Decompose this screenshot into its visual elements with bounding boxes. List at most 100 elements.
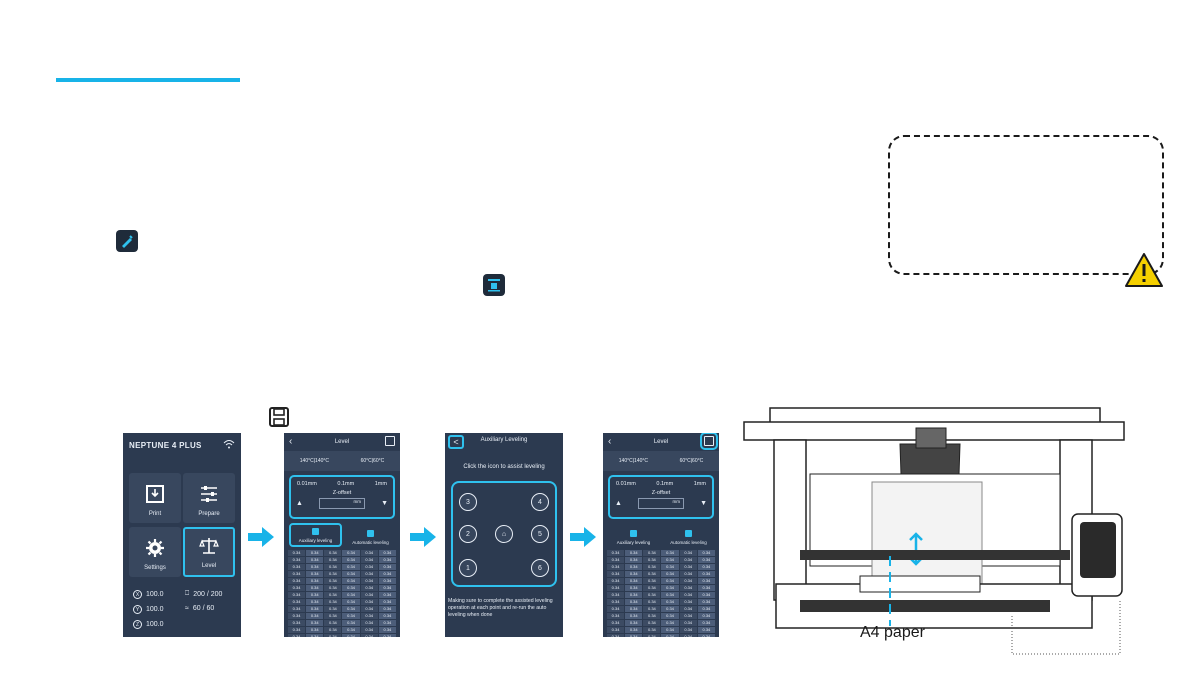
z-up-button[interactable]: ▲ [615,500,622,507]
mesh-cell: 0.34 [360,550,378,556]
x-axis-icon: X [133,590,142,599]
z-axis-icon: Z [133,620,142,629]
mesh-cell: 0.34 [697,592,715,598]
automatic-leveling-button[interactable]: Automatic leveling [346,523,395,547]
mesh-cell: 0.34 [342,585,360,591]
mesh-cell: 0.34 [324,599,342,605]
mesh-cell: 0.34 [342,613,360,619]
mesh-cell: 0.34 [607,578,625,584]
zoffset-input[interactable]: mm [319,498,365,509]
mesh-cell: 0.34 [679,634,697,637]
save-button[interactable] [700,433,718,450]
step-1[interactable]: 1mm [693,481,706,487]
auto-leveling-icon [685,530,692,537]
mesh-cell: 0.34 [625,606,643,612]
print-tile[interactable]: Print [129,473,181,523]
step-01[interactable]: 0.1mm [337,481,355,487]
mesh-cell: 0.34 [661,564,679,570]
point-3-button[interactable]: 3 [459,493,477,511]
mesh-cell: 0.34 [288,578,306,584]
gear-icon [146,539,164,557]
point-6-button[interactable]: 6 [531,559,549,577]
mesh-cell: 0.34 [697,557,715,563]
z-up-button[interactable]: ▲ [296,500,303,507]
z-position: Z 100.0 [133,620,164,629]
back-icon[interactable]: ‹ [608,436,612,447]
zoffset-panel: 0.01mm 0.1mm 1mm Z-offset ▲ mm ▼ [608,475,714,519]
temperature-bar: 140°C|140°C 60°C|60°C [603,451,719,471]
settings-tile[interactable]: Settings [129,527,181,577]
mesh-cell: 0.34 [306,606,324,612]
step-1[interactable]: 1mm [374,481,387,487]
step-001[interactable]: 0.01mm [297,481,317,487]
wifi-icon [223,440,235,449]
point-5-button[interactable]: 5 [531,525,549,543]
flow-arrow-2 [410,527,436,547]
mesh-cell: 0.34 [288,585,306,591]
mesh-cell: 0.34 [306,599,324,605]
z-down-button[interactable]: ▼ [700,500,707,507]
leveling-points-panel: 3 4 2 ⌂ 5 1 6 [451,481,557,587]
mesh-cell: 0.34 [360,578,378,584]
zoffset-input[interactable]: mm [638,498,684,509]
mesh-cell: 0.34 [607,550,625,556]
mesh-cell: 0.34 [360,627,378,633]
level-tile-label: Level [201,563,217,569]
prepare-tile[interactable]: Prepare [183,473,235,523]
mesh-cell: 0.34 [625,634,643,637]
mesh-cell: 0.34 [679,585,697,591]
auxiliary-leveling-button[interactable]: Auxiliary leveling [608,523,659,547]
bed-temp-value: 60 / 60 [192,605,215,612]
mesh-cell: 0.34 [607,613,625,619]
point-1-button[interactable]: 1 [459,559,477,577]
mesh-cell: 0.34 [625,592,643,598]
mesh-cell: 0.34 [625,627,643,633]
mesh-cell: 0.34 [306,627,324,633]
automatic-leveling-button[interactable]: Automatic leveling [663,523,714,547]
step-01[interactable]: 0.1mm [656,481,674,487]
auxiliary-leveling-button[interactable]: Auxiliary leveling [289,523,342,547]
auto-label: Automatic leveling [352,540,389,545]
z-down-button[interactable]: ▼ [381,500,388,507]
level-screen: ‹ Level 140°C|140°C 60°C|60°C 0.01mm 0.1… [284,433,400,637]
mesh-cell: 0.34 [679,613,697,619]
mesh-cell: 0.34 [378,550,396,556]
mesh-cell: 0.34 [661,606,679,612]
back-icon[interactable]: ‹ [289,436,293,447]
mesh-cell: 0.34 [288,599,306,605]
back-button[interactable]: < [448,435,464,449]
mesh-cell: 0.34 [306,620,324,626]
mesh-cell: 0.34 [288,571,306,577]
prepare-tile-label: Prepare [198,511,220,517]
save-button[interactable] [385,436,395,446]
level-tile[interactable]: Level [183,527,235,577]
level-header: ‹ Level [603,433,719,451]
mesh-cell: 0.34 [607,634,625,637]
mesh-cell: 0.34 [661,571,679,577]
nozzle-temp-readout: 140°C|140°C [618,458,648,464]
mesh-cell: 0.34 [607,564,625,570]
mesh-cell: 0.34 [697,620,715,626]
mesh-cell: 0.34 [661,585,679,591]
home-point-button[interactable]: ⌂ [495,525,513,543]
mesh-cell: 0.34 [360,634,378,637]
aux-footer-note: Making sure to complete the assisted lev… [448,598,553,618]
zoffset-panel: 0.01mm 0.1mm 1mm Z-offset ▲ mm ▼ [289,475,395,519]
level-title: Level [334,439,350,445]
z-value: 100.0 [146,621,164,628]
point-2-button[interactable]: 2 [459,525,477,543]
mesh-cell: 0.34 [625,550,643,556]
mesh-cell: 0.34 [288,613,306,619]
mesh-cell: 0.34 [378,599,396,605]
mesh-cell: 0.34 [661,592,679,598]
point-4-button[interactable]: 4 [531,493,549,511]
mesh-cell: 0.34 [342,564,360,570]
step-001[interactable]: 0.01mm [616,481,636,487]
mesh-cell: 0.34 [324,634,342,637]
mesh-cell: 0.34 [625,585,643,591]
mesh-cell: 0.34 [324,620,342,626]
mesh-cell: 0.34 [324,571,342,577]
mesh-cell: 0.34 [625,578,643,584]
